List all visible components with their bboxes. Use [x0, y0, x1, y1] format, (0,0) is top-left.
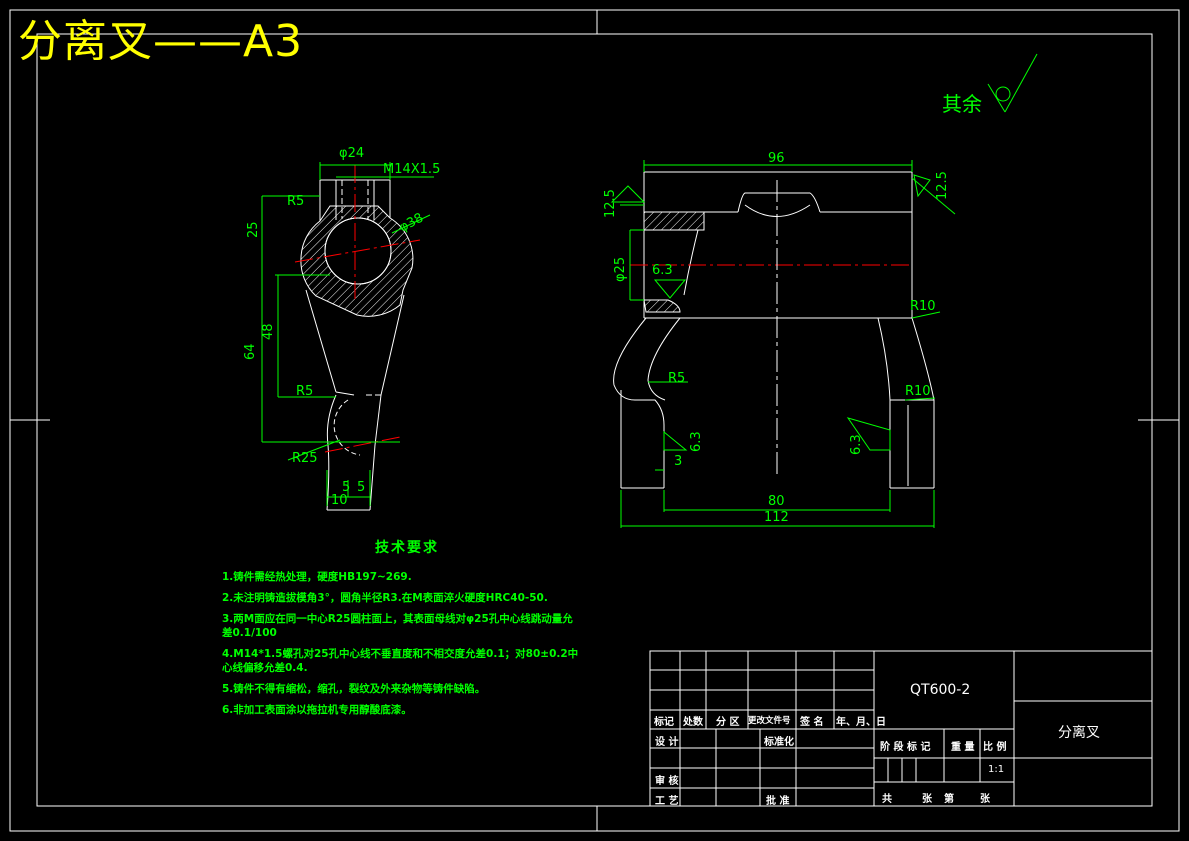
rev-header-zone: 分 区: [716, 717, 740, 728]
row-label-standardization: 标准化: [764, 737, 794, 748]
row-label-approve: 批 准: [766, 796, 790, 807]
dim-label: R5: [668, 371, 685, 386]
dim-label: φ24: [339, 146, 364, 161]
dim-label: 5: [357, 480, 365, 495]
dim-label: R5: [296, 384, 313, 399]
weight-header: 重 量: [951, 742, 975, 753]
dim-label: 6.3: [689, 431, 704, 452]
sheet-info-sheet: 张: [980, 794, 990, 805]
dim-label: 25: [246, 221, 261, 238]
rev-header-doc: 更改文件号: [748, 716, 791, 726]
dim-label: M14X1.5: [383, 162, 440, 177]
requirement-item: 4.M14*1.5螺孔对25孔中心线不垂直度和不相交度允差0.1；对80±0.2…: [222, 648, 579, 660]
dim-label: R25: [292, 451, 318, 466]
sheet-info-sheets: 张: [922, 794, 932, 805]
sheet-info-total: 共: [882, 794, 892, 805]
technical-requirements-list: 1.铸件需经热处理，硬度HB197~269. 2.未注明铸造拔模角3°，圆角半径…: [222, 570, 592, 724]
dim-label: 12.5: [603, 189, 618, 218]
row-label-process: 工 艺: [655, 796, 679, 807]
dim-label: 64: [243, 343, 258, 360]
dim-label: 5: [342, 480, 350, 495]
scale-header: 比 例: [983, 742, 1007, 753]
section-hatch: [643, 299, 681, 313]
section-hatch: [643, 211, 705, 231]
dim-label: 96: [768, 151, 785, 166]
requirement-item: 5.铸件不得有缩松，缩孔，裂纹及外来杂物等铸件缺陷。: [222, 683, 486, 695]
requirement-item: 心线偏移允差0.4.: [222, 662, 308, 674]
dim-label: φ38: [397, 210, 426, 235]
dim-label: 80: [768, 494, 785, 509]
dim-label: R10: [910, 299, 936, 314]
left-view: φ24 M14X1.5 φ38 R5 25 48 64 R5 R25 5 5 1…: [243, 146, 440, 511]
dim-label: 6.3: [849, 434, 864, 455]
requirement-item: 2.未注明铸造拔模角3°，圆角半径R3.在M表面淬火硬度HRC40-50.: [222, 592, 548, 604]
rev-header-count: 处数: [683, 717, 703, 728]
rev-header-signature: 签 名: [800, 717, 824, 728]
part-name: 分离叉: [1058, 725, 1100, 741]
requirement-item: 6.非加工表面涂以拖拉机专用醇酸底漆。: [222, 704, 412, 716]
sheet-title: 分离叉——A3: [18, 16, 304, 67]
sheet-frame: [9, 9, 1180, 832]
dim-label: R10: [905, 384, 931, 399]
dim-label: φ25: [613, 257, 628, 282]
requirement-item: 1.铸件需经热处理，硬度HB197~269.: [222, 571, 412, 583]
rev-header-date: 年、月、日: [836, 717, 886, 728]
title-block-grid: [649, 650, 1153, 807]
row-label-review: 审 核: [655, 776, 679, 787]
stage-header: 阶 段 标 记: [880, 742, 931, 753]
dim-label: 48: [261, 323, 276, 340]
sheet-info-no: 第: [944, 794, 954, 805]
rev-header-mark: 标记: [654, 717, 674, 728]
dim-label: 10: [331, 493, 348, 508]
requirement-item: 差0.1/100: [222, 627, 277, 639]
dim-label: 3: [674, 454, 682, 469]
dim-label: 12.5: [935, 171, 950, 200]
scale-value: 1:1: [988, 764, 1005, 775]
technical-requirements-heading: 技术要求: [375, 540, 439, 556]
row-label-design: 设 计: [655, 737, 679, 748]
requirement-item: 3.两M面应在同一中心R25圆柱面上，其表面母线对φ25孔中心线跳动量允: [222, 613, 573, 625]
roughness-note: 其余: [942, 92, 982, 116]
right-view: 96 12.5 12.5 φ25 6.3 R10 R5 R10 6.3 3 6.…: [603, 151, 956, 528]
dim-label: R5: [287, 194, 304, 209]
material-label: QT600-2: [910, 682, 971, 698]
roughness-symbol: [987, 53, 1038, 113]
dim-label: 6.3: [652, 263, 673, 278]
dim-label: 112: [764, 510, 789, 525]
